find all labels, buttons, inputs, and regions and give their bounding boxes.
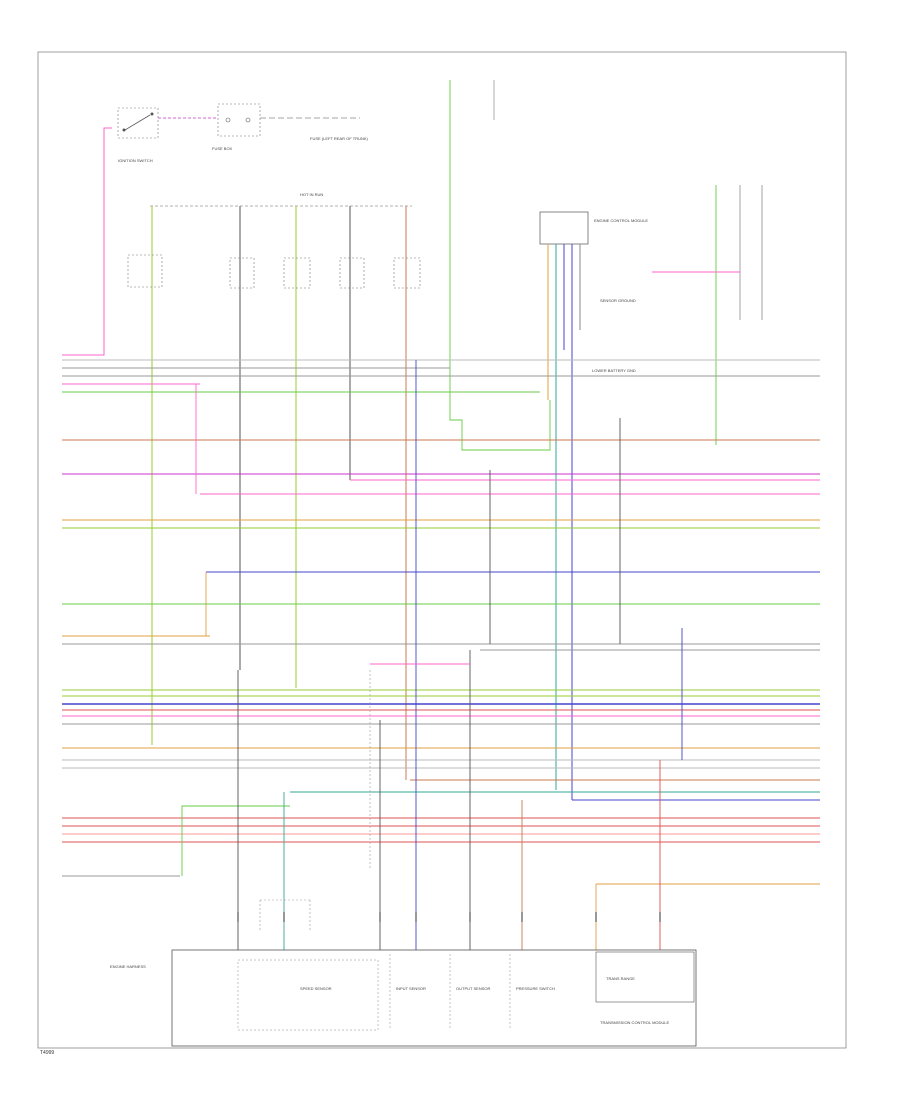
trans-range-label: TRANS RANGE <box>606 976 635 981</box>
pressure-switch-label: PRESSURE SWITCH <box>516 986 555 991</box>
green-top-wire <box>449 80 551 451</box>
footer-code: T4999 <box>40 1050 54 1056</box>
connector-ticks <box>237 912 661 922</box>
diagram-frame <box>37 51 847 1049</box>
input-sensor-label: INPUT SENSOR <box>396 986 426 991</box>
ground-label: LOWER BATTERY GND <box>592 368 636 373</box>
output-sensor-label: OUTPUT SENSOR <box>456 986 490 991</box>
ignition-switch-label: IGNITION SWITCH <box>118 158 153 163</box>
fuse-box <box>217 103 261 137</box>
relays <box>127 254 421 289</box>
relay-drops <box>151 206 407 780</box>
splice-lines <box>259 670 371 930</box>
harness-lines <box>62 359 820 885</box>
fuse-ref-label: FUSE (LEFT REAR OF TRUNK) <box>310 136 369 141</box>
ignition-switch <box>117 107 159 139</box>
ecm-label: ENGINE CONTROL MODULE <box>594 218 648 223</box>
tcm-label: TRANSMISSION CONTROL MODULE <box>600 1020 670 1025</box>
right-sensor-drops <box>652 185 763 445</box>
tcm-module <box>171 949 697 1047</box>
hot-run-label: HOT IN RUN <box>300 192 323 197</box>
fuse-box-label: FUSE BOX <box>212 146 233 151</box>
ecm-box <box>539 211 589 800</box>
speed-sensor-label: SPEED SENSOR <box>300 986 332 991</box>
engine-harness-label: ENGINE HARNESS <box>110 964 146 969</box>
middle-verticals <box>181 360 683 950</box>
sensor-ground-label: SENSOR GROUND <box>600 298 636 303</box>
pink-riser-wire <box>62 127 112 356</box>
